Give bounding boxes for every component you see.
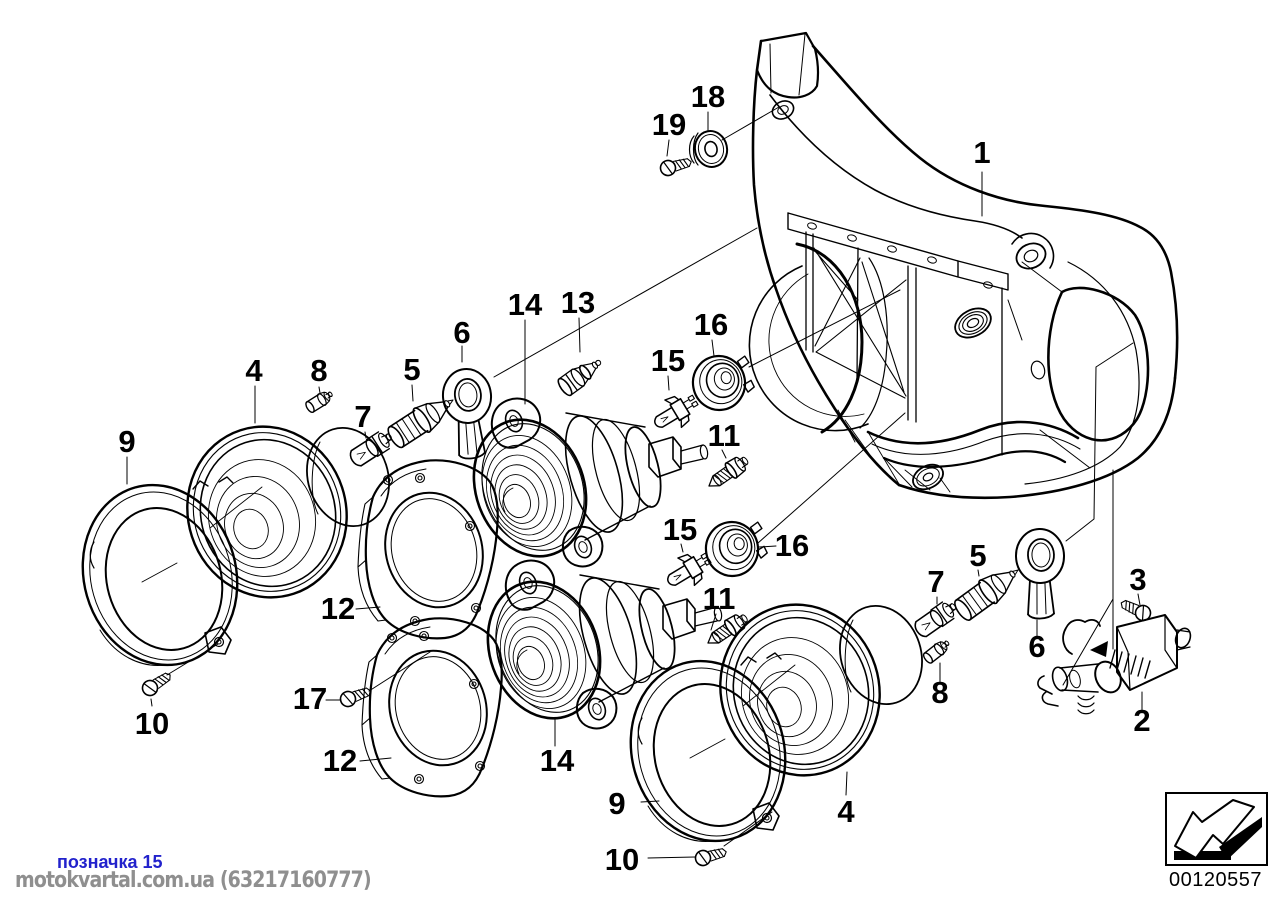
callout-frame-upper: 12 — [321, 591, 355, 626]
callout-labels: 1 18 19 4 8 5 7 6 14 13 16 15 11 9 15 16… — [118, 79, 1150, 877]
cap-16-lower — [700, 515, 772, 582]
boot-6-right — [1014, 527, 1068, 621]
callout-boot-right: 6 — [1028, 629, 1045, 664]
watermark-label: позначка 15 — [57, 852, 163, 872]
callout-bulb-small-right: 8 — [931, 675, 948, 710]
screw-19 — [658, 153, 694, 178]
screw-10-lower — [693, 843, 729, 868]
callout-bulb-upper: 7 — [354, 399, 371, 434]
bulb-11-upper — [703, 451, 753, 495]
callout-ring-lower: 9 — [608, 786, 625, 821]
callout-adjuster: 2 — [1133, 703, 1150, 738]
bulb-13 — [555, 352, 607, 399]
callout-screw-top: 19 — [652, 107, 686, 142]
callout-grommet-top: 18 — [691, 79, 725, 114]
callout-frame-lower: 12 — [323, 743, 357, 778]
cap-16-upper — [687, 349, 759, 416]
callout-sensor-bulb: 13 — [561, 285, 595, 320]
adjuster-2 — [1037, 614, 1192, 715]
callout-boot-upper: 6 — [453, 315, 470, 350]
callout-bulb-right: 7 — [927, 564, 944, 599]
grommet-18 — [688, 130, 729, 168]
callout-wedge-bulb-upper: 15 — [651, 343, 685, 378]
mount-frame-lower — [360, 617, 503, 798]
callout-screw-ring-upper: 10 — [135, 706, 169, 741]
callout-screw-ring-lower: 10 — [605, 842, 639, 877]
arrow-down-left-stamp-icon — [1174, 799, 1262, 861]
mount-frame-upper — [356, 459, 499, 640]
callout-socket-right: 5 — [969, 538, 986, 573]
callout-cap-upper: 16 — [694, 307, 728, 342]
leader-lines — [126, 106, 1143, 859]
screw-17 — [337, 682, 374, 710]
stamp-box — [1165, 792, 1268, 866]
callout-socket-upper: 5 — [403, 352, 420, 387]
socket-5-upper — [383, 387, 462, 453]
callout-housing: 1 — [973, 135, 990, 170]
callout-projector-upper: 14 — [508, 287, 543, 322]
trim-ring-lower — [608, 641, 808, 861]
watermark-site: motokvartal.com.ua (63217160777) — [15, 868, 372, 893]
socket-5-right — [949, 557, 1028, 626]
headlight-housing — [748, 31, 1179, 500]
callout-screw-adjuster: 3 — [1129, 562, 1146, 597]
callout-mini-bulb-lower: 11 — [703, 581, 736, 616]
callout-mini-bulb-upper: 11 — [708, 418, 741, 453]
diagram-number: 00120557 — [1169, 869, 1262, 891]
callout-reflector-lower: 4 — [837, 794, 855, 829]
trim-ring-upper — [60, 465, 260, 685]
bulb-8-right — [920, 636, 953, 666]
screw-10-upper — [138, 667, 176, 700]
callout-bulb-small-upper: 8 — [310, 353, 327, 388]
callout-wedge-bulb-lower: 15 — [663, 512, 697, 547]
projector-lower — [468, 559, 724, 736]
callout-ring-upper: 9 — [118, 424, 135, 459]
callout-reflector-upper: 4 — [245, 353, 263, 388]
callout-projector-lower: 14 — [540, 743, 575, 778]
callout-screw-frame: 17 — [293, 681, 327, 716]
bulb-7-right — [910, 596, 962, 641]
callout-cap-lower: 16 — [775, 528, 809, 563]
housing-grommet-left — [954, 307, 992, 339]
